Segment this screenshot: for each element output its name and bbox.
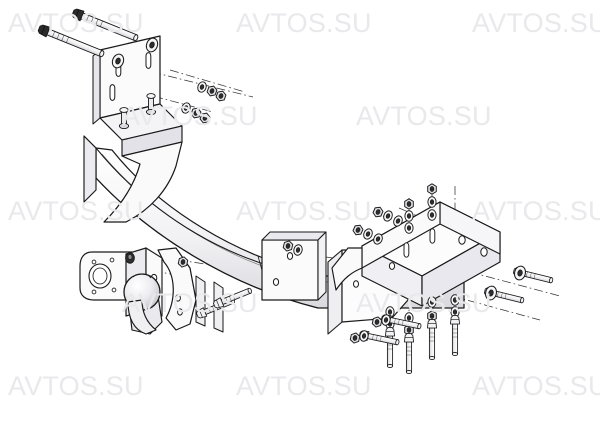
washer-nut-stack-r3	[404, 198, 414, 234]
right-rail-bracket	[331, 247, 363, 291]
captive-stud-b	[145, 93, 157, 116]
ball-gusset	[157, 247, 197, 331]
washer-nut-stack-r4	[427, 183, 437, 221]
tow-ball	[123, 273, 163, 335]
right-side-bracket	[361, 201, 501, 307]
captive-stud-a	[118, 107, 130, 130]
centre-plate-left	[261, 231, 327, 301]
